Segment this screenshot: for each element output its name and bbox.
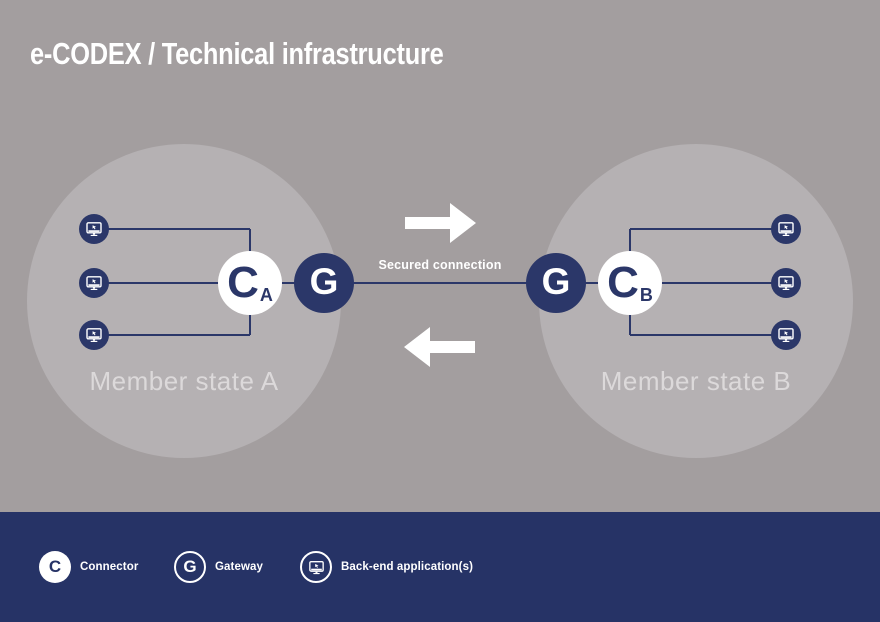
legend-item-connector: C Connector: [39, 551, 138, 583]
legend-gateway-symbol: G: [183, 557, 197, 576]
arrow-left-icon: [404, 327, 475, 367]
arrow-right-icon: [405, 203, 476, 243]
gateway-b-node: G: [526, 253, 586, 313]
connector-circle-icon: C: [39, 551, 71, 583]
gateway-b-letter: G: [541, 261, 571, 302]
legend-bar: C Connector G Gateway Back-end applicati…: [0, 512, 880, 622]
connector-a-letter: C: [227, 258, 259, 307]
page-title: e-CODEX / Technical infrastructure: [30, 36, 444, 71]
member-state-b-label: Member state B: [600, 366, 792, 396]
connection-lines: [94, 203, 786, 367]
connector-b-node: C B: [598, 251, 662, 315]
backend-app-icon: [771, 268, 801, 298]
gateway-a-letter: G: [309, 261, 339, 302]
backend-app-icon: [771, 214, 801, 244]
connector-a-subscript: A: [259, 285, 273, 305]
legend-connector-symbol: C: [48, 557, 62, 576]
backend-app-icon: [79, 268, 109, 298]
legend-item-gateway: G Gateway: [174, 551, 263, 583]
monitor-icon: [300, 551, 332, 583]
connector-a-node: C A: [218, 251, 282, 315]
gateway-circle-icon: G: [174, 551, 206, 583]
legend-gateway-label: Gateway: [215, 561, 264, 573]
backend-app-icon: [771, 320, 801, 350]
member-state-a-circle: Member state A: [27, 144, 341, 458]
backend-app-icon: [79, 320, 109, 350]
member-state-a-label: Member state A: [89, 366, 279, 396]
legend-connector-label: Connector: [80, 561, 139, 573]
member-state-b-circle: Member state B: [539, 144, 853, 458]
connector-b-letter: C: [607, 258, 639, 307]
gateway-a-node: G: [294, 253, 354, 313]
backend-app-icon: [79, 214, 109, 244]
secured-connection-label: Secured connection: [378, 258, 502, 272]
connector-b-subscript: B: [639, 285, 653, 305]
legend-item-backend: Back-end application(s): [300, 551, 473, 583]
legend-backend-label: Back-end application(s): [341, 561, 474, 573]
